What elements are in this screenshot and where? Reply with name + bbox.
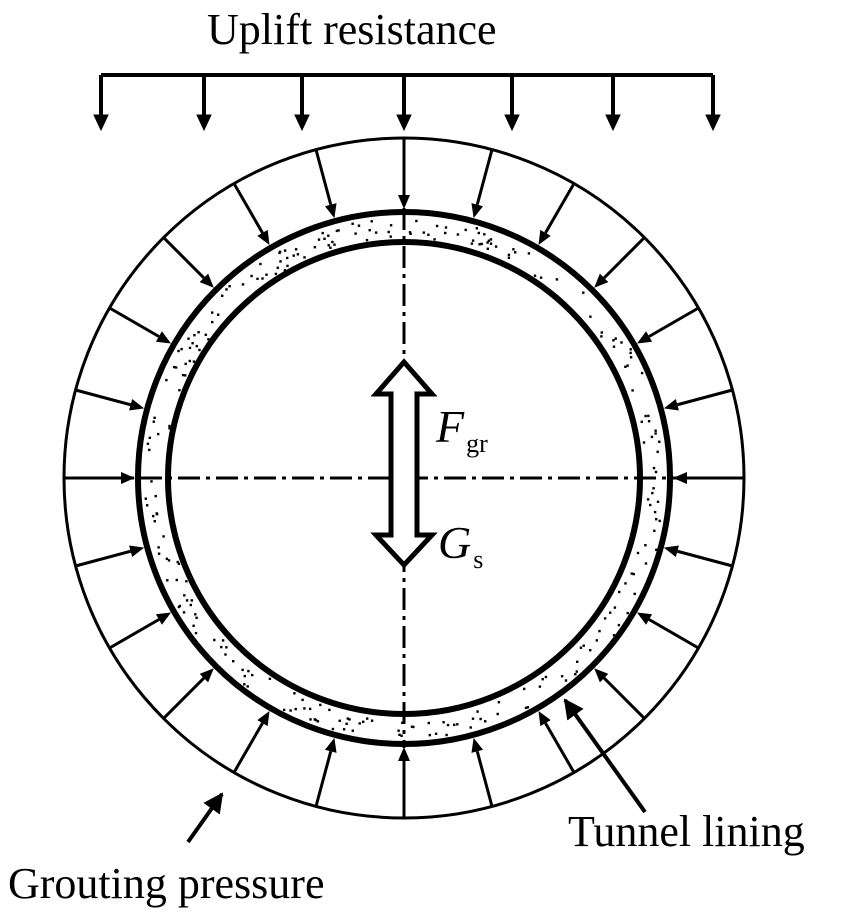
fgr-sub: gr [466,429,488,458]
fgr-main: F [436,401,465,452]
grouting-pressure-label: Grouting pressure [8,859,325,908]
lining-leader-arrow [563,698,647,814]
down-arrow-icon [605,75,621,132]
down-arrow-icon [93,75,109,132]
down-arrow-icon [294,75,310,132]
gs-main: G [438,517,472,568]
radial-arrow-icon [162,668,214,720]
radial-arrow-icon [594,236,646,288]
uplift-resistance-load [93,73,721,132]
fgr-symbol: Fgr [436,401,488,457]
radial-arrow-icon [538,710,576,774]
gs-sub: s [473,545,484,574]
radial-arrow-icon [108,612,172,650]
radial-arrow-icon [232,182,270,246]
radial-arrow-icon [594,668,646,720]
radial-arrow-icon [398,138,410,209]
radial-arrow-icon [75,545,145,568]
gs-symbol: Gs [438,517,483,573]
radial-arrow-icon [232,710,270,774]
radial-arrow-icon [663,545,733,568]
radial-arrow-icon [398,747,410,818]
radial-arrow-icon [538,182,576,246]
radial-arrow-icon [314,737,337,807]
radial-arrow-icon [636,306,700,344]
radial-arrow-icon [471,737,494,807]
grouting-leader-arrow [186,792,224,844]
radial-arrow-icon [162,236,214,288]
force-double-arrow [370,358,438,569]
down-arrow-icon [196,75,212,132]
down-arrow-icon [396,75,412,132]
uplift-arrows-group [93,75,721,132]
radial-arrow-icon [663,388,733,411]
down-arrow-icon [705,75,721,132]
radial-arrow-icon [471,149,494,219]
grout-stipple-dots [144,219,661,737]
radial-arrow-icon [108,306,172,344]
down-arrow-icon [504,75,520,132]
radial-arrow-icon [636,612,700,650]
radial-arrow-icon [75,388,145,411]
tunnel-lining-label: Tunnel lining [568,807,805,856]
radial-arrow-icon [314,149,337,219]
uplift-resistance-label: Uplift resistance [207,5,497,54]
